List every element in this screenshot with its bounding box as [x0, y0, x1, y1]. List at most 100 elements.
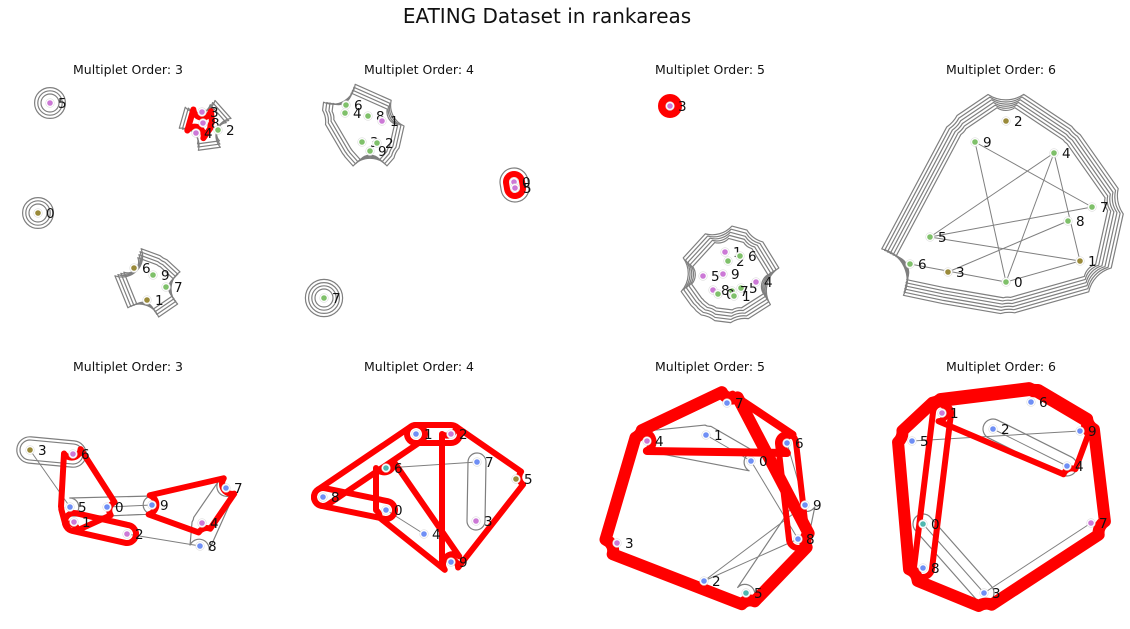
node-4 [753, 279, 759, 285]
node-label: 3 [625, 536, 634, 552]
node-0 [715, 291, 721, 297]
node-9 [972, 139, 978, 145]
node-label: 4 [204, 126, 213, 142]
panel-title-6: Multiplet Order: 4 [364, 359, 474, 374]
node-label: 2 [712, 574, 721, 590]
node-label: 3 [38, 443, 47, 459]
pairwise-edge [1053, 152, 1081, 262]
node-4 [644, 438, 650, 444]
hyperedge-outline [308, 282, 340, 314]
node-label: 2 [226, 123, 235, 139]
hyperedge-outline [982, 418, 1078, 477]
node-label: 5 [754, 586, 763, 602]
node-label: 4 [655, 434, 664, 450]
highlighted-hyperedge [599, 386, 815, 611]
node-label: 2 [1001, 422, 1010, 438]
node-label: 1 [390, 114, 399, 130]
node-label: 3 [956, 265, 965, 281]
pairwise-edge [929, 206, 1093, 238]
pairwise-edge [983, 522, 1092, 594]
node-4 [193, 130, 199, 136]
pairwise-edge [1005, 260, 1081, 283]
node-label: 0 [931, 517, 940, 533]
hyperedge-outline [683, 228, 777, 321]
hyperedge-outline [892, 104, 1112, 302]
node-label: 3 [992, 586, 1001, 602]
hyperedge-outline [688, 234, 772, 314]
node-7 [163, 284, 169, 290]
node-3 [667, 103, 673, 109]
highlighted-hyperedge [62, 510, 139, 546]
node-5 [927, 234, 933, 240]
node-0 [104, 504, 110, 510]
node-9 [150, 272, 156, 278]
node-label: 3 [678, 99, 687, 115]
node-label: 8 [211, 116, 220, 132]
node-6 [737, 253, 743, 259]
hyperedge-outline [311, 285, 337, 311]
node-label: 4 [210, 516, 219, 532]
node-0 [35, 210, 41, 216]
node-3 [614, 540, 620, 546]
node-7 [223, 485, 229, 491]
node-5 [909, 438, 915, 444]
node-label: 0 [1014, 275, 1023, 291]
hyperedge-outline [304, 278, 344, 318]
node-2 [990, 426, 996, 432]
node-label: 6 [1039, 395, 1048, 411]
node-label: 1 [950, 406, 959, 422]
node-label: 2 [1014, 114, 1023, 130]
node-8 [320, 494, 326, 500]
node-label: 8 [1076, 214, 1085, 230]
hyperedge-outline [889, 101, 1115, 305]
node-label: 5 [749, 281, 758, 297]
node-7 [474, 459, 480, 465]
hyperedge-outline [886, 99, 1118, 308]
node-1 [1077, 258, 1083, 264]
node-7 [321, 295, 327, 301]
highlighted-hyperedge [911, 401, 954, 580]
node-label: 7 [1100, 200, 1109, 216]
node-2 [448, 431, 454, 437]
node-label: 6 [795, 436, 804, 452]
node-8 [920, 565, 926, 571]
highlighted-hyperedge [311, 485, 398, 522]
node-label: 5 [523, 181, 532, 197]
node-label: 7 [174, 280, 183, 296]
node-8 [200, 120, 206, 126]
pairwise-edge [126, 533, 201, 547]
node-9 [149, 502, 155, 508]
hyperedge-outline [19, 439, 84, 465]
highlighted-hyperedge [404, 422, 463, 446]
node-label: 5 [938, 230, 947, 246]
node-0 [1003, 279, 1009, 285]
node-3 [199, 109, 205, 115]
panel-title-1: Multiplet Order: 3 [73, 62, 183, 77]
highlighted-hyperedge [658, 94, 682, 118]
figure-title: EATING Dataset in rankareas [402, 4, 692, 28]
hyperedge-outline [895, 107, 1109, 299]
node-label: 0 [46, 206, 55, 222]
hyperedge-outline [685, 231, 774, 317]
node-7 [724, 400, 730, 406]
node-3 [27, 447, 33, 453]
node-label: 8 [806, 532, 815, 548]
node-label: 5 [920, 434, 929, 450]
hyperedge-outline [28, 203, 48, 223]
panel-title-2: Multiplet Order: 4 [364, 62, 474, 77]
node-label: 9 [1088, 424, 1097, 440]
node-3 [473, 518, 479, 524]
pairwise-edge [1005, 152, 1055, 283]
pairwise-edge [974, 141, 1007, 283]
node-6 [1028, 399, 1034, 405]
node-label: 6 [748, 249, 757, 265]
node-6 [907, 261, 913, 267]
node-label: 9 [983, 135, 992, 151]
node-5 [512, 185, 518, 191]
pairwise-edge [974, 141, 1093, 208]
node-6 [343, 102, 349, 108]
node-label: 9 [160, 498, 169, 514]
node-label: 1 [82, 515, 91, 531]
node-label: 7 [740, 284, 749, 300]
node-0 [383, 507, 389, 513]
